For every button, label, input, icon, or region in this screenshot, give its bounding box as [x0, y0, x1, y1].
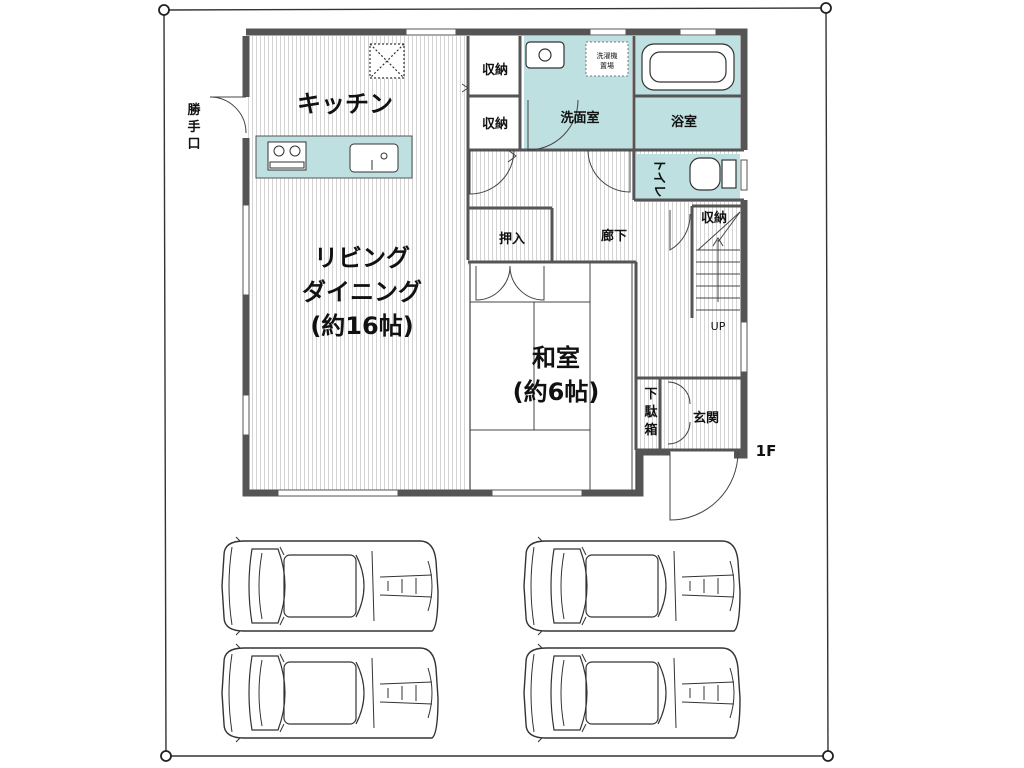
- door-marker: [461, 83, 469, 93]
- doors: [209, 83, 739, 521]
- door-marker: [507, 149, 517, 163]
- label-stairs-up: UP: [711, 320, 726, 333]
- car-icon: [523, 643, 741, 743]
- closet-doors: [475, 265, 545, 301]
- windows: [242, 28, 748, 497]
- label-service-door-2: 手: [187, 119, 200, 135]
- sink-icon: [349, 143, 399, 173]
- room-label-bath: 浴室: [671, 114, 697, 130]
- label-shoebox-1: 下: [644, 387, 657, 402]
- room-size-washitsu: (約6帖): [513, 378, 600, 406]
- room-label-storage-stair: 収納: [701, 210, 727, 226]
- site-boundary: [158, 2, 834, 762]
- room-size-living: (約16帖): [310, 312, 413, 340]
- room-label-oshiire: 押入: [499, 231, 525, 247]
- stair-storage-door: [669, 210, 691, 251]
- washroom-sliding: [527, 99, 579, 151]
- boundary-marker: [158, 4, 170, 16]
- car-icon: [523, 536, 741, 636]
- boundary-marker: [822, 750, 834, 762]
- shoebox-doors: [667, 381, 691, 445]
- room-label-hallway: 廊下: [601, 228, 627, 244]
- room-label-entrance: 玄関: [693, 410, 719, 426]
- label-service-door-3: 口: [187, 137, 200, 152]
- label-service-door-1: 勝: [187, 102, 201, 118]
- toilet-icon: [689, 157, 721, 191]
- label-shoebox-2: 駄: [644, 404, 658, 420]
- stove-icon: [267, 141, 307, 171]
- entrance-door: [669, 451, 739, 521]
- parking-area: [221, 536, 741, 743]
- washroom-door: [587, 149, 631, 193]
- room-label-dining: ダイニング: [302, 278, 422, 306]
- washer-spot: [585, 41, 629, 77]
- living-floor: [248, 36, 468, 493]
- room-label-storage-top: 収納: [482, 62, 508, 78]
- room-label-kitchen: キッチン: [297, 90, 393, 118]
- kitchen-counter: [255, 135, 413, 179]
- label-washer-2: 置場: [600, 61, 614, 70]
- boundary-marker: [820, 2, 832, 14]
- label-shoebox-3: 箱: [644, 422, 657, 438]
- room-label-storage-mid: 収納: [482, 116, 508, 132]
- service-door: [209, 96, 247, 134]
- room-label-toilet: トイレ: [651, 158, 666, 197]
- stairs: [696, 211, 741, 311]
- car-icon: [221, 536, 439, 636]
- car-icon: [221, 643, 439, 743]
- floor-label: 1F: [756, 442, 777, 460]
- boundary-marker: [160, 750, 172, 762]
- tatami-room: [469, 261, 637, 494]
- room-label-living: リビング: [314, 244, 410, 272]
- interior-walls: [466, 36, 744, 452]
- room-label-washitsu: 和室: [532, 344, 580, 372]
- room-label-washroom: 洗面室: [560, 110, 599, 126]
- label-washer-1: 洗濯機: [597, 51, 618, 60]
- fixtures: [369, 41, 737, 191]
- hallway-floor-lower: [636, 265, 740, 450]
- up-arrow-icon: [712, 237, 724, 247]
